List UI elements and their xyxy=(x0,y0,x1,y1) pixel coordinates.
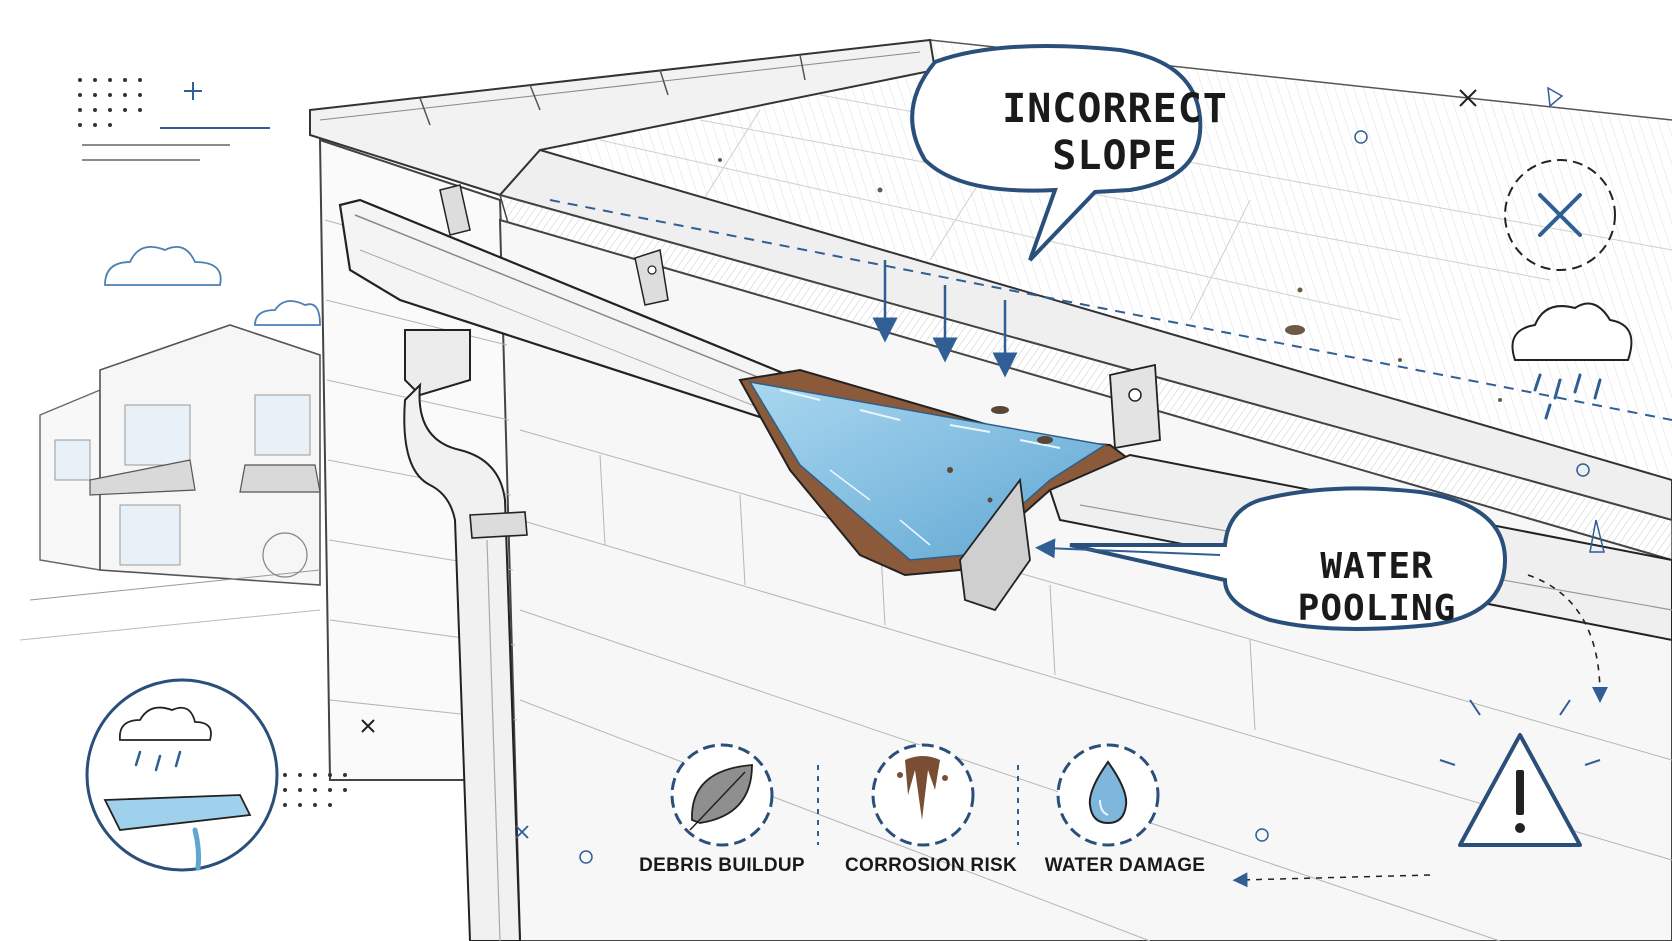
slope-indicator xyxy=(549,199,1672,421)
downspout xyxy=(403,329,528,941)
badge-label-debris: DEBRIS BUILDUP xyxy=(639,855,805,876)
x-circle-icon xyxy=(1504,159,1616,271)
callout-slope-line1: INCORRECT xyxy=(1002,86,1228,132)
callout-slope-line2: SLOPE xyxy=(1052,133,1178,180)
background-building xyxy=(19,324,321,641)
callout-incorrect-slope-text: INCORRECT SLOPE xyxy=(985,86,1245,180)
callout-pool-line1: WATER xyxy=(1320,546,1434,587)
badge-label-corrosion: CORROSION RISK xyxy=(844,855,1018,876)
callout-pool-line2: POOLING xyxy=(1297,588,1457,630)
cloud-decor xyxy=(104,246,321,326)
warning-triangle-icon xyxy=(1439,699,1601,847)
rain-cloud-icon xyxy=(1511,302,1633,420)
rust-drip-icon xyxy=(897,756,948,820)
leaf-icon xyxy=(689,764,753,831)
badge-debris-buildup xyxy=(670,743,774,847)
callout-water-pooling xyxy=(1035,486,1508,631)
decor-marks xyxy=(78,78,1608,888)
badge-water-damage xyxy=(1056,743,1160,847)
badge-corrosion-risk xyxy=(871,743,975,847)
callout-water-pooling-text: WATER POOLING xyxy=(1262,546,1492,631)
badge-label-water-damage: WATER DAMAGE xyxy=(1044,855,1206,876)
water-drop-icon xyxy=(1088,760,1128,825)
rain-gutter-inset xyxy=(85,678,279,872)
parapet-coping xyxy=(309,38,1672,561)
callout-incorrect-slope xyxy=(910,44,1203,262)
gutter xyxy=(338,184,1672,642)
